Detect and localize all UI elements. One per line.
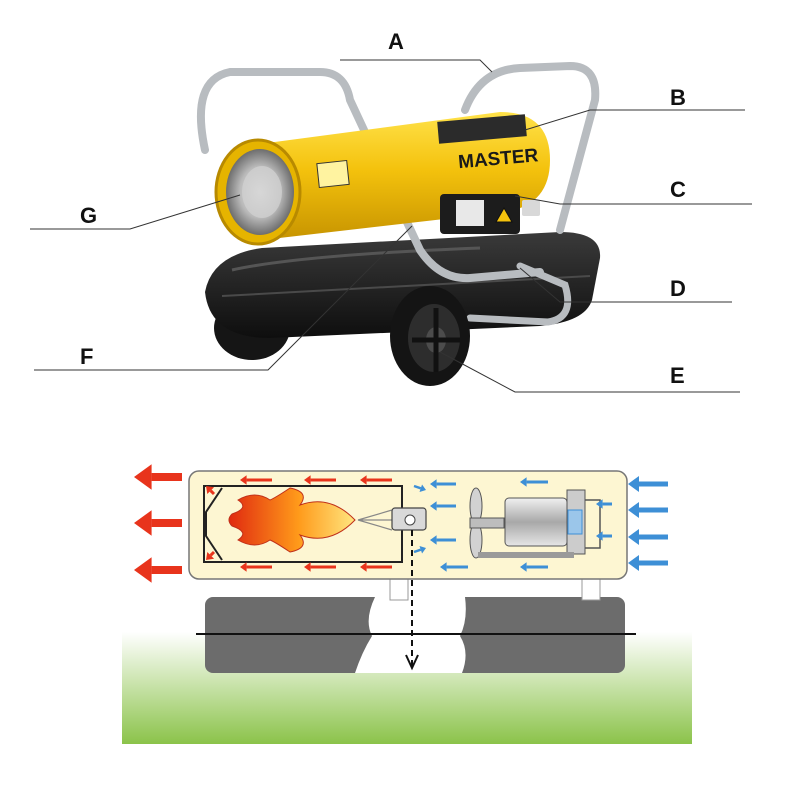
hot-air-out-arrow-1-head [134,464,152,490]
internal-cold-arrow-4-head [520,477,527,487]
leader-line-e [439,351,740,393]
leader-line-b [524,109,745,131]
corner-hot-arrow-1-head [206,486,215,495]
internal-hot-arrow-2-head [304,475,311,485]
warning-sticker [316,159,350,189]
internal-hot-arrow-5-head [304,562,311,572]
internal-cold-arrow-8-head [596,531,603,541]
flame [228,487,356,553]
nozzle-cold-arrow-1-shaft [413,484,422,490]
cold-air-in-arrow-2-head [628,502,639,518]
internal-cold-arrow-2-head [430,501,437,511]
corner-hot-arrow-2-shaft [209,550,216,557]
airflow-arrows [134,464,668,583]
fuel-pump [567,509,583,535]
fan [469,487,505,559]
leader-line-d [519,267,732,303]
nozzle-cold-arrow-1-head [419,484,426,493]
nozzle-cold-arrow-2-head [419,545,426,554]
internal-cold-arrow-6-head [440,562,447,572]
corner-hot-arrow-2-head [206,551,215,560]
leader-line-f [34,225,413,371]
callout-leader-lines [30,59,752,393]
cold-air-in-arrow-4-head [628,555,639,571]
callout-d: D [670,276,686,301]
leader-line-g [30,194,241,230]
rating-label [456,200,484,226]
internal-cold-arrow-1-head [430,479,437,489]
cold-air-in-arrow-3-head [628,529,639,545]
handle-frame [196,68,544,283]
callout-e: E [670,363,685,388]
callout-c: C [670,177,686,202]
hot-air-out-arrow-2-head [134,510,152,536]
callout-g: G [80,203,98,228]
corner-hot-arrow-1-shaft [209,489,216,496]
cold-air-in-arrow-1-head [628,476,639,492]
callout-f: F [80,344,94,369]
motor [504,497,568,547]
operation-diagram [122,470,692,744]
internal-cold-arrow-5-head [520,562,527,572]
heater-product: MASTER [196,61,601,386]
hot-air-out-arrow-3-head [134,557,152,583]
callout-b: B [670,85,686,110]
nozzle-cold-arrow-2-shaft [413,548,422,554]
leader-line-c [514,195,752,205]
internal-hot-arrow-3-head [360,475,367,485]
leader-line-a [340,59,493,73]
internal-hot-arrow-1-head [240,475,247,485]
internal-cold-arrow-7-head [596,499,603,509]
callout-a: A [388,29,404,54]
power-switch [522,200,540,216]
warning-triangle-icon [495,206,513,223]
internal-cold-arrow-3-head [430,535,437,545]
internal-hot-arrow-6-head [360,562,367,572]
internal-hot-arrow-4-head [240,562,247,572]
